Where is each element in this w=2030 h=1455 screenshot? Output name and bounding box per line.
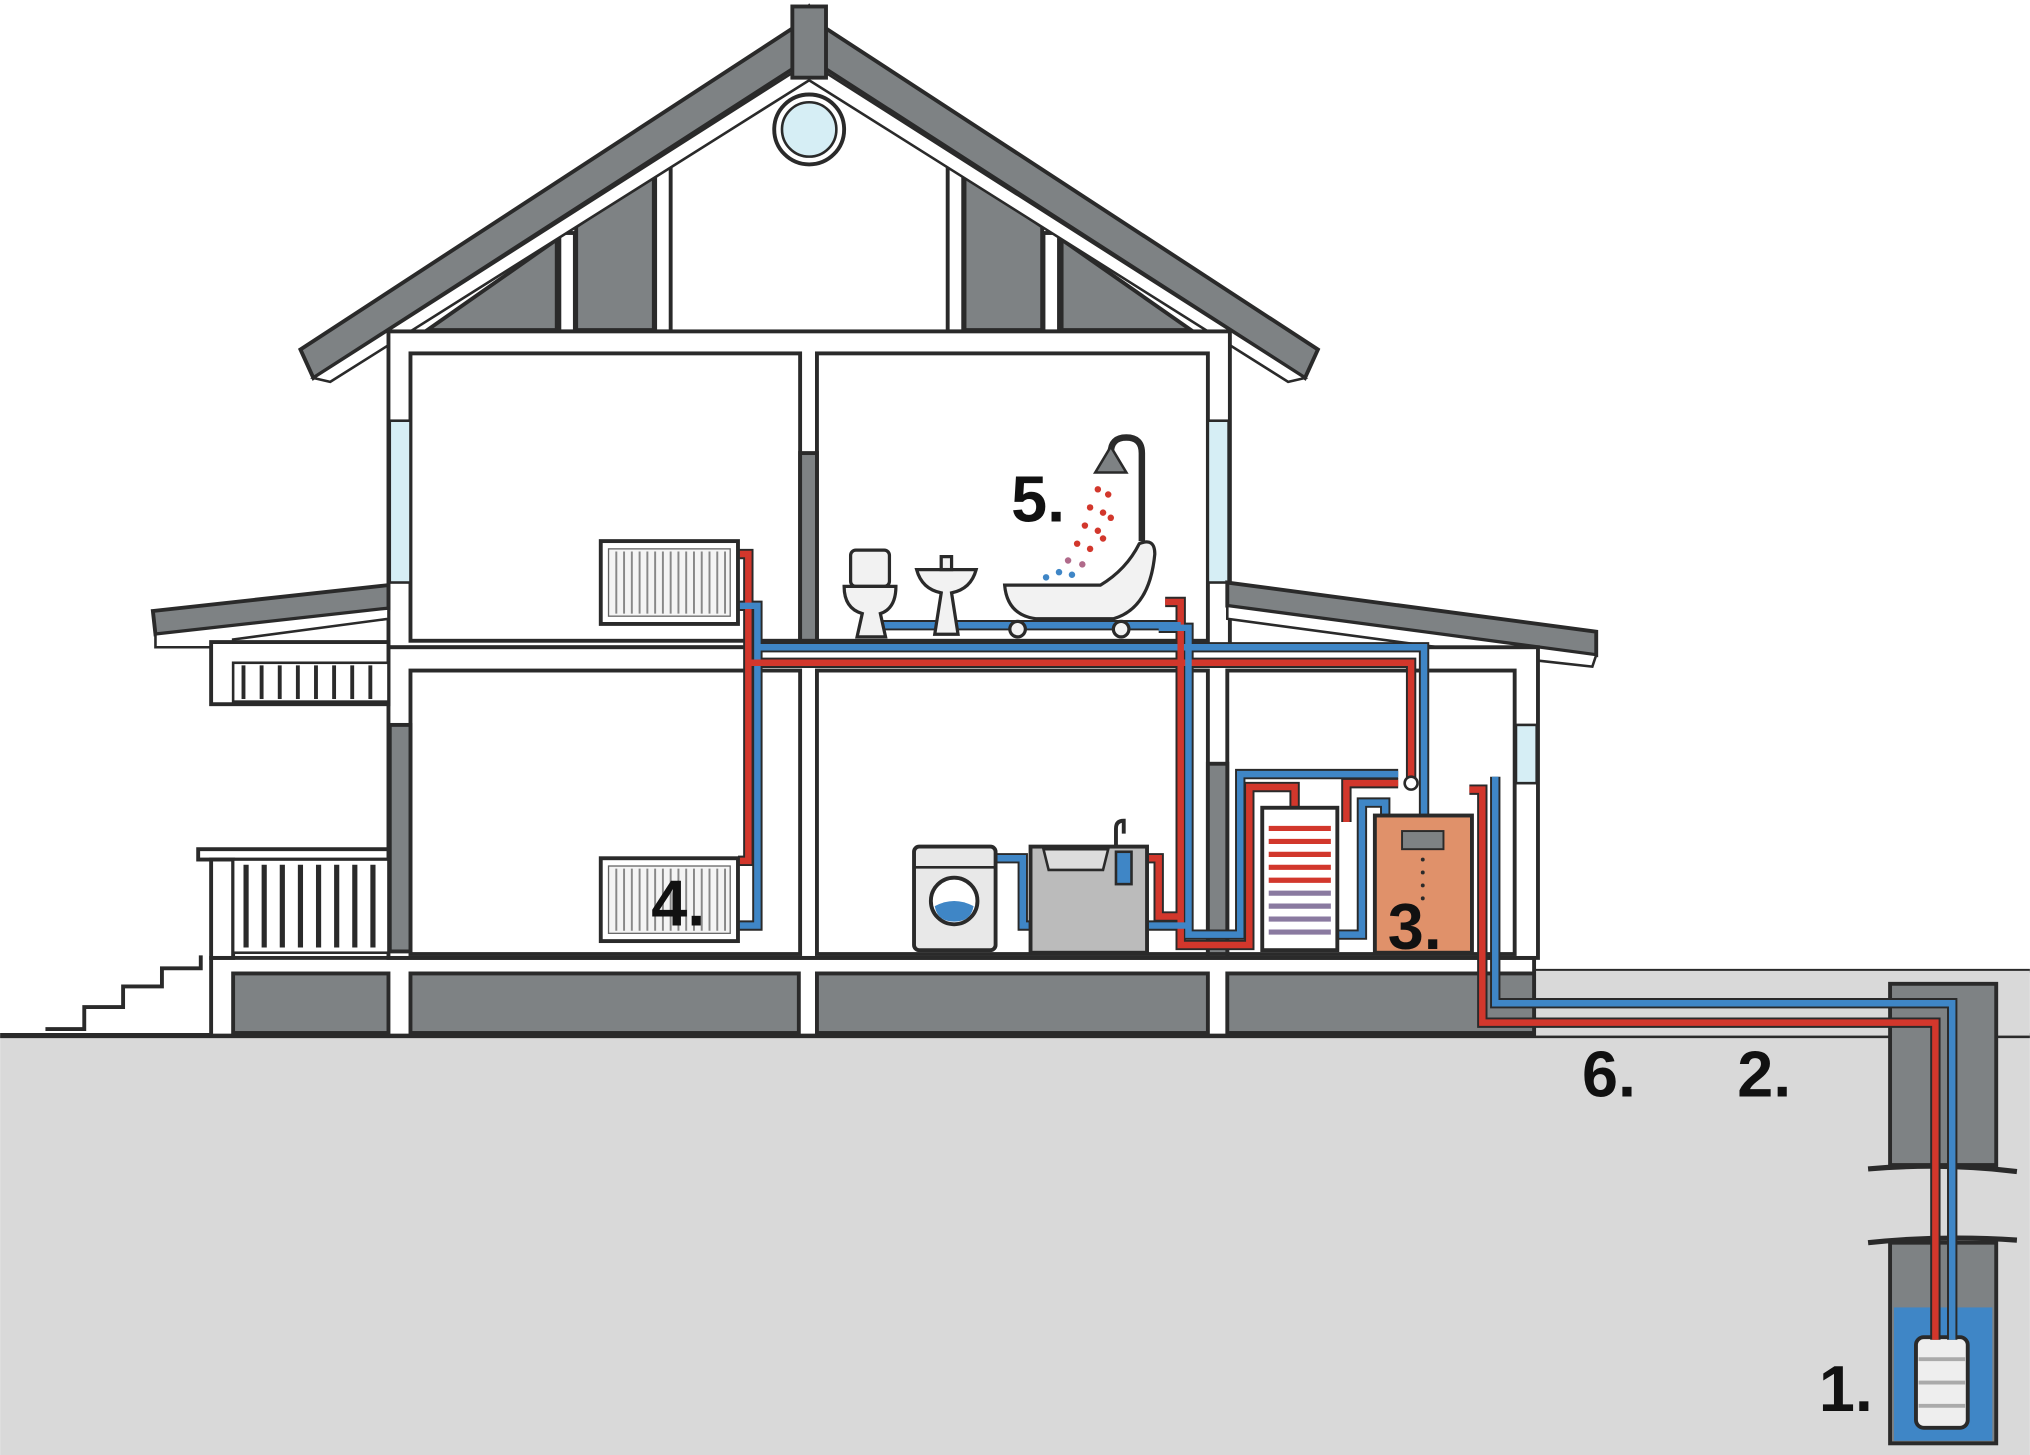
radiator-upper [598,539,740,626]
ground [0,1035,2030,1455]
bathtub [1002,540,1157,639]
kitchen-sink [1028,818,1149,955]
main-roof [297,3,1321,384]
label-shower: 5. [1011,463,1065,536]
shower-water [1042,486,1115,581]
label-radiator: 4. [651,867,705,940]
well [1867,981,2018,1446]
lower-balcony [196,847,391,960]
bathroom-sink [914,555,979,636]
shower [1042,434,1146,581]
foundation [209,955,1537,1038]
washing-machine [912,844,998,953]
stairs [45,955,203,1032]
label-supply-line: 2. [1737,1037,1791,1110]
pipes [737,548,1958,1340]
label-boiler: 3. [1388,890,1442,963]
label-return-line: 6. [1582,1037,1636,1110]
label-well-pump: 1. [1819,1352,1873,1425]
water-heater-tank [1260,805,1340,953]
radiator-lower [598,856,740,944]
upper-balcony [209,640,391,707]
boiler [1372,813,1474,955]
toilet [842,548,898,639]
